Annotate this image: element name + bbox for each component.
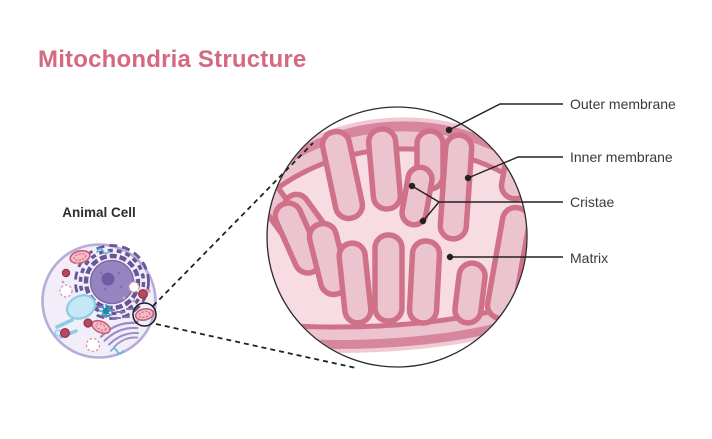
squiggle-icons bbox=[96, 247, 124, 355]
vesicles bbox=[59, 281, 140, 353]
label-cristae: Cristae bbox=[570, 194, 615, 210]
centrosome-icon bbox=[99, 304, 113, 318]
lysosomes bbox=[60, 268, 148, 338]
vacuole bbox=[65, 294, 97, 320]
golgi-apparatus bbox=[99, 320, 140, 349]
label-outer-membrane: Outer membrane bbox=[570, 96, 676, 112]
nucleus bbox=[89, 259, 135, 305]
label-matrix: Matrix bbox=[570, 250, 609, 266]
endoplasmic-reticulum-icon bbox=[74, 244, 150, 320]
animal-cell-illustration bbox=[41, 243, 157, 359]
label-inner-membrane: Inner membrane bbox=[570, 149, 673, 165]
magnifier-circle bbox=[132, 302, 157, 327]
mitochondrion-small bbox=[69, 249, 155, 335]
page-title: Mitochondria Structure bbox=[38, 46, 307, 73]
mitochondrion-detail-illustration bbox=[266, 106, 528, 368]
animal-cell-label: Animal Cell bbox=[62, 205, 136, 220]
ribosome-dots bbox=[61, 261, 151, 303]
